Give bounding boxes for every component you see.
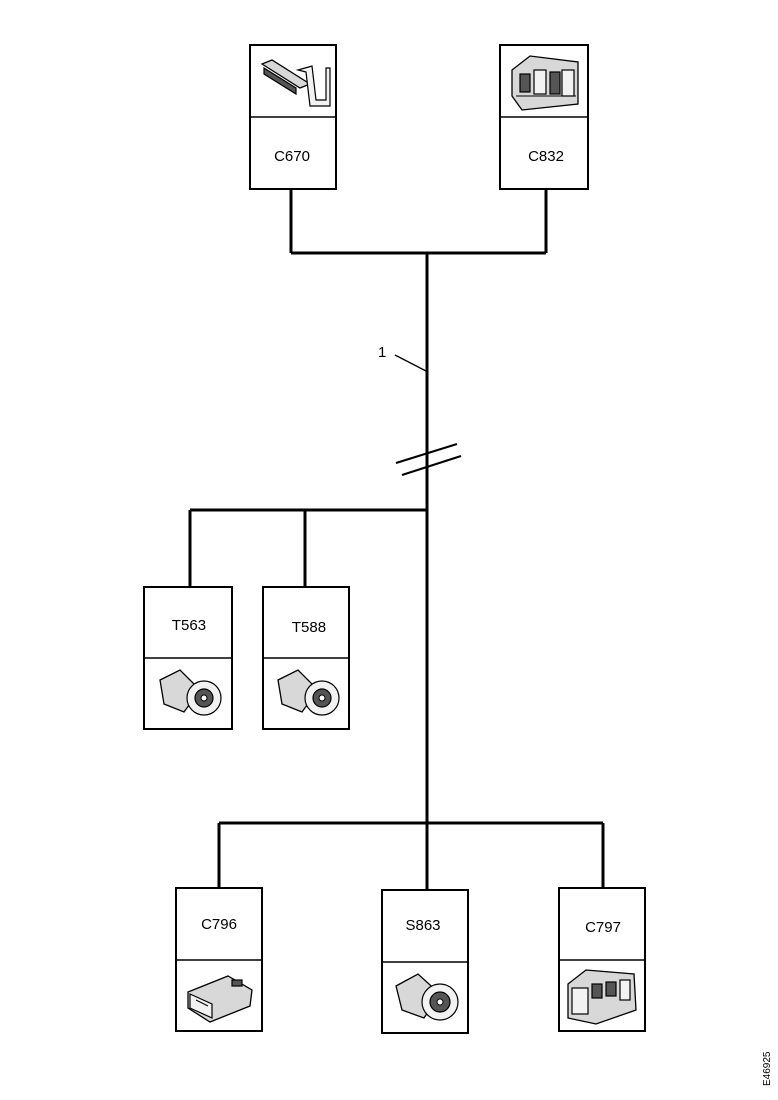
harness-wires (188, 190, 605, 890)
harness-break-symbol (395, 443, 462, 476)
callout-leader-line (394, 354, 427, 372)
connector-t588[interactable]: T588 (262, 586, 350, 730)
connector-t563-label: T563 (172, 617, 206, 634)
connector-c797-label: C797 (585, 919, 621, 936)
connector-s863-label: S863 (405, 917, 440, 934)
connector-c796[interactable]: C796 (175, 887, 263, 1032)
connector-c797[interactable]: C797 (558, 887, 646, 1032)
terminal-clip-icon (260, 59, 331, 107)
connector-t588-label: T588 (292, 619, 326, 636)
block-connector-icon (567, 969, 637, 1025)
connector-c832[interactable]: C832 (499, 44, 589, 190)
flat-connector-icon (187, 975, 253, 1023)
connector-c670-label: C670 (274, 148, 310, 165)
connector-c832-label: C832 (528, 148, 564, 165)
round-connector-icon (159, 669, 222, 716)
connector-s863[interactable]: S863 (381, 889, 469, 1034)
round-connector-icon (395, 973, 459, 1021)
round-connector-icon (277, 669, 340, 716)
callout-label: 1 (378, 344, 386, 361)
connector-c796-label: C796 (201, 916, 237, 933)
callout-1: 1 (378, 344, 427, 372)
image-code: E46925 (762, 1051, 773, 1086)
connector-c670[interactable]: C670 (249, 44, 337, 190)
multi-pin-connector-icon (511, 55, 579, 111)
connector-t563[interactable]: T563 (143, 586, 233, 730)
